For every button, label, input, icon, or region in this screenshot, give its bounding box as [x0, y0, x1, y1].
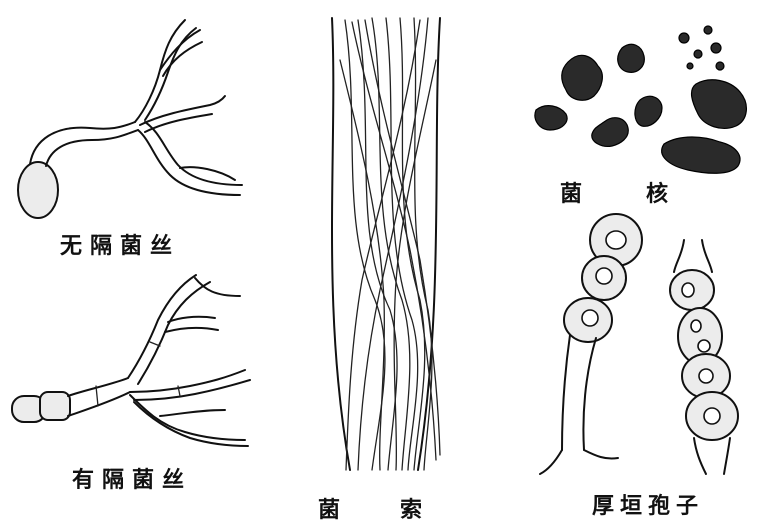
sclerotium-label-char-2: 核 [646, 182, 668, 207]
mycelial-cord-label-char-1: 菌 [318, 498, 340, 523]
aseptate-hyphae-label: 无隔菌丝 [60, 228, 180, 260]
sclerotium-label: 菌核 [560, 176, 668, 208]
chlamydospore-drawing [540, 214, 738, 474]
mycelial-cord-drawing [332, 18, 440, 470]
mycelial-cord-label: 菌索 [318, 492, 422, 524]
sclerotium-label-char-1: 菌 [560, 182, 582, 207]
aseptate-hyphae-drawing [18, 20, 242, 218]
septate-hyphae-drawing [12, 275, 250, 446]
mycelial-cord-label-char-2: 索 [400, 498, 422, 523]
sclerotium-drawing [535, 26, 746, 173]
chlamydospore-label: 厚垣孢子 [592, 488, 704, 520]
septate-hyphae-label: 有隔菌丝 [72, 462, 192, 494]
